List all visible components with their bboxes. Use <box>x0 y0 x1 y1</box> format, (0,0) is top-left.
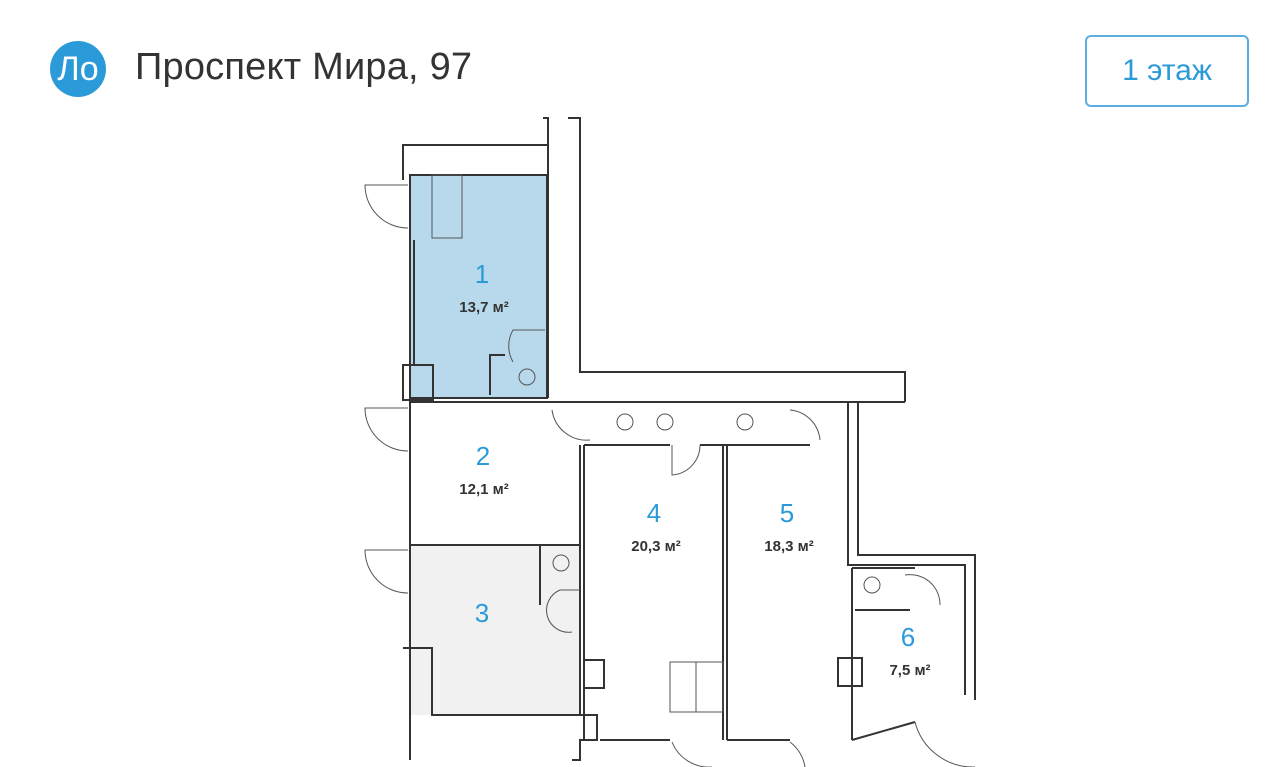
doors <box>364 184 975 767</box>
page-title: Проспект Мира, 97 <box>135 46 473 88</box>
room-3-number: 3 <box>475 598 489 628</box>
walls <box>402 117 976 761</box>
room-2-area: 12,1 м² <box>459 481 508 498</box>
room-6[interactable] <box>852 568 964 740</box>
room-1-area: 13,7 м² <box>459 299 508 316</box>
room-4-area: 20,3 м² <box>631 538 680 555</box>
room-6-number: 6 <box>901 622 915 652</box>
fixtures <box>431 174 881 713</box>
room-3[interactable] <box>410 545 580 715</box>
brand-logo[interactable]: Ло <box>50 41 106 97</box>
logo-text: Ло <box>57 50 99 88</box>
room-1-number: 1 <box>475 259 489 289</box>
room-5-number: 5 <box>780 498 794 528</box>
floor-select-button[interactable]: 1 этаж <box>1085 35 1249 107</box>
room-5[interactable] <box>727 445 847 740</box>
room-2-number: 2 <box>476 441 490 471</box>
room-labels: 1 13,7 м² 2 12,1 м² 3 4 20,3 м² 5 18,3 м… <box>459 259 930 679</box>
room-2[interactable] <box>410 402 580 545</box>
room-4-number: 4 <box>647 498 661 528</box>
room-1[interactable] <box>410 175 547 398</box>
room-6-area: 7,5 м² <box>889 662 930 679</box>
room-5-area: 18,3 м² <box>764 538 813 555</box>
room-4[interactable] <box>584 445 723 740</box>
